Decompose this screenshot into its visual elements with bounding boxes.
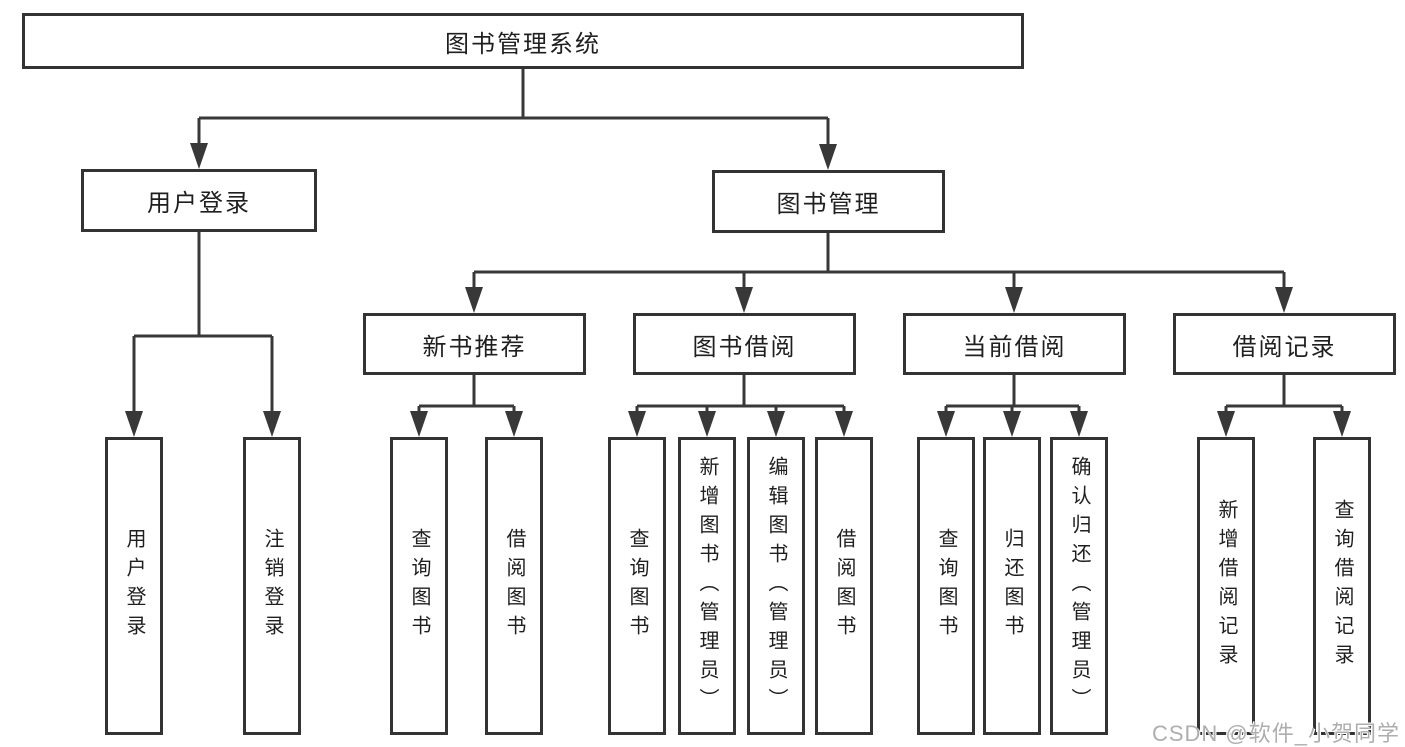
leaf-edit-book-admin: 编辑图书（管理员） bbox=[747, 437, 805, 735]
leaf-return-books: 归还图书 bbox=[983, 437, 1041, 735]
connector-line bbox=[1224, 375, 1344, 419]
connector-records-to-leaves bbox=[1217, 375, 1351, 437]
leaf-confirm-return-admin: 确认归还（管理员） bbox=[1050, 437, 1108, 735]
connector-line bbox=[132, 232, 274, 418]
connector-line bbox=[417, 375, 516, 419]
connector-book-mgmt-to-level3 bbox=[465, 233, 1293, 313]
connector-line bbox=[472, 233, 1286, 294]
leaf-label: 新增图书（管理员） bbox=[696, 455, 718, 717]
leaf-query-borrow-record: 查询借阅记录 bbox=[1313, 437, 1371, 735]
leaf-label: 查询图书 bbox=[935, 528, 957, 644]
connector-borrowing-to-leaves bbox=[628, 375, 853, 437]
connector-new-books-to-leaves bbox=[410, 375, 523, 437]
arrowhead-down-icon bbox=[1217, 411, 1351, 437]
node-book-management: 图书管理 bbox=[712, 170, 945, 233]
leaf-label: 查询借阅记录 bbox=[1331, 499, 1353, 673]
node-root: 图书管理系统 bbox=[22, 13, 1024, 69]
leaf-label: 查询图书 bbox=[626, 528, 648, 644]
leaf-query-books-borrowing: 查询图书 bbox=[608, 437, 666, 735]
node-user-login: 用户登录 bbox=[81, 169, 317, 232]
leaf-borrow-books-recommend: 借阅图书 bbox=[485, 437, 543, 735]
watermark: CSDN @软件_小贺同学 bbox=[1151, 721, 1400, 746]
node-borrowing-records: 借阅记录 bbox=[1173, 313, 1396, 375]
connector-line bbox=[197, 69, 830, 151]
leaf-label: 归还图书 bbox=[1001, 528, 1023, 644]
connector-user-login-to-leaves bbox=[125, 232, 281, 437]
leaf-label: 借阅图书 bbox=[503, 528, 525, 644]
leaf-add-book-admin: 新增图书（管理员） bbox=[678, 437, 736, 735]
arrowhead-down-icon bbox=[465, 287, 1293, 313]
connector-root-to-level2 bbox=[190, 69, 837, 170]
leaf-label: 用户登录 bbox=[123, 528, 145, 644]
connector-line bbox=[635, 375, 846, 419]
leaf-query-books-recommend: 查询图书 bbox=[390, 437, 448, 735]
arrowhead-down-icon bbox=[937, 411, 1088, 437]
node-current-borrowing: 当前借阅 bbox=[903, 313, 1126, 375]
leaf-label: 编辑图书（管理员） bbox=[765, 455, 787, 717]
leaf-logout: 注销登录 bbox=[243, 437, 301, 735]
arrowhead-down-icon bbox=[190, 143, 837, 170]
leaf-label: 新增借阅记录 bbox=[1215, 499, 1237, 673]
leaf-query-books-current: 查询图书 bbox=[917, 437, 975, 735]
node-new-book-recommend: 新书推荐 bbox=[363, 313, 586, 375]
leaf-label: 查询图书 bbox=[408, 528, 430, 644]
leaf-borrow-books-borrowing: 借阅图书 bbox=[815, 437, 873, 735]
connector-current-to-leaves bbox=[937, 375, 1088, 437]
arrowhead-down-icon bbox=[628, 411, 853, 437]
leaf-label: 借阅图书 bbox=[833, 528, 855, 644]
leaf-add-borrow-record: 新增借阅记录 bbox=[1197, 437, 1255, 735]
node-book-borrowing: 图书借阅 bbox=[633, 313, 856, 375]
leaf-user-login: 用户登录 bbox=[105, 437, 163, 735]
leaf-label: 注销登录 bbox=[261, 528, 283, 644]
leaf-label: 确认归还（管理员） bbox=[1068, 455, 1090, 717]
arrowhead-down-icon bbox=[125, 411, 281, 437]
arrowhead-down-icon bbox=[410, 411, 523, 437]
